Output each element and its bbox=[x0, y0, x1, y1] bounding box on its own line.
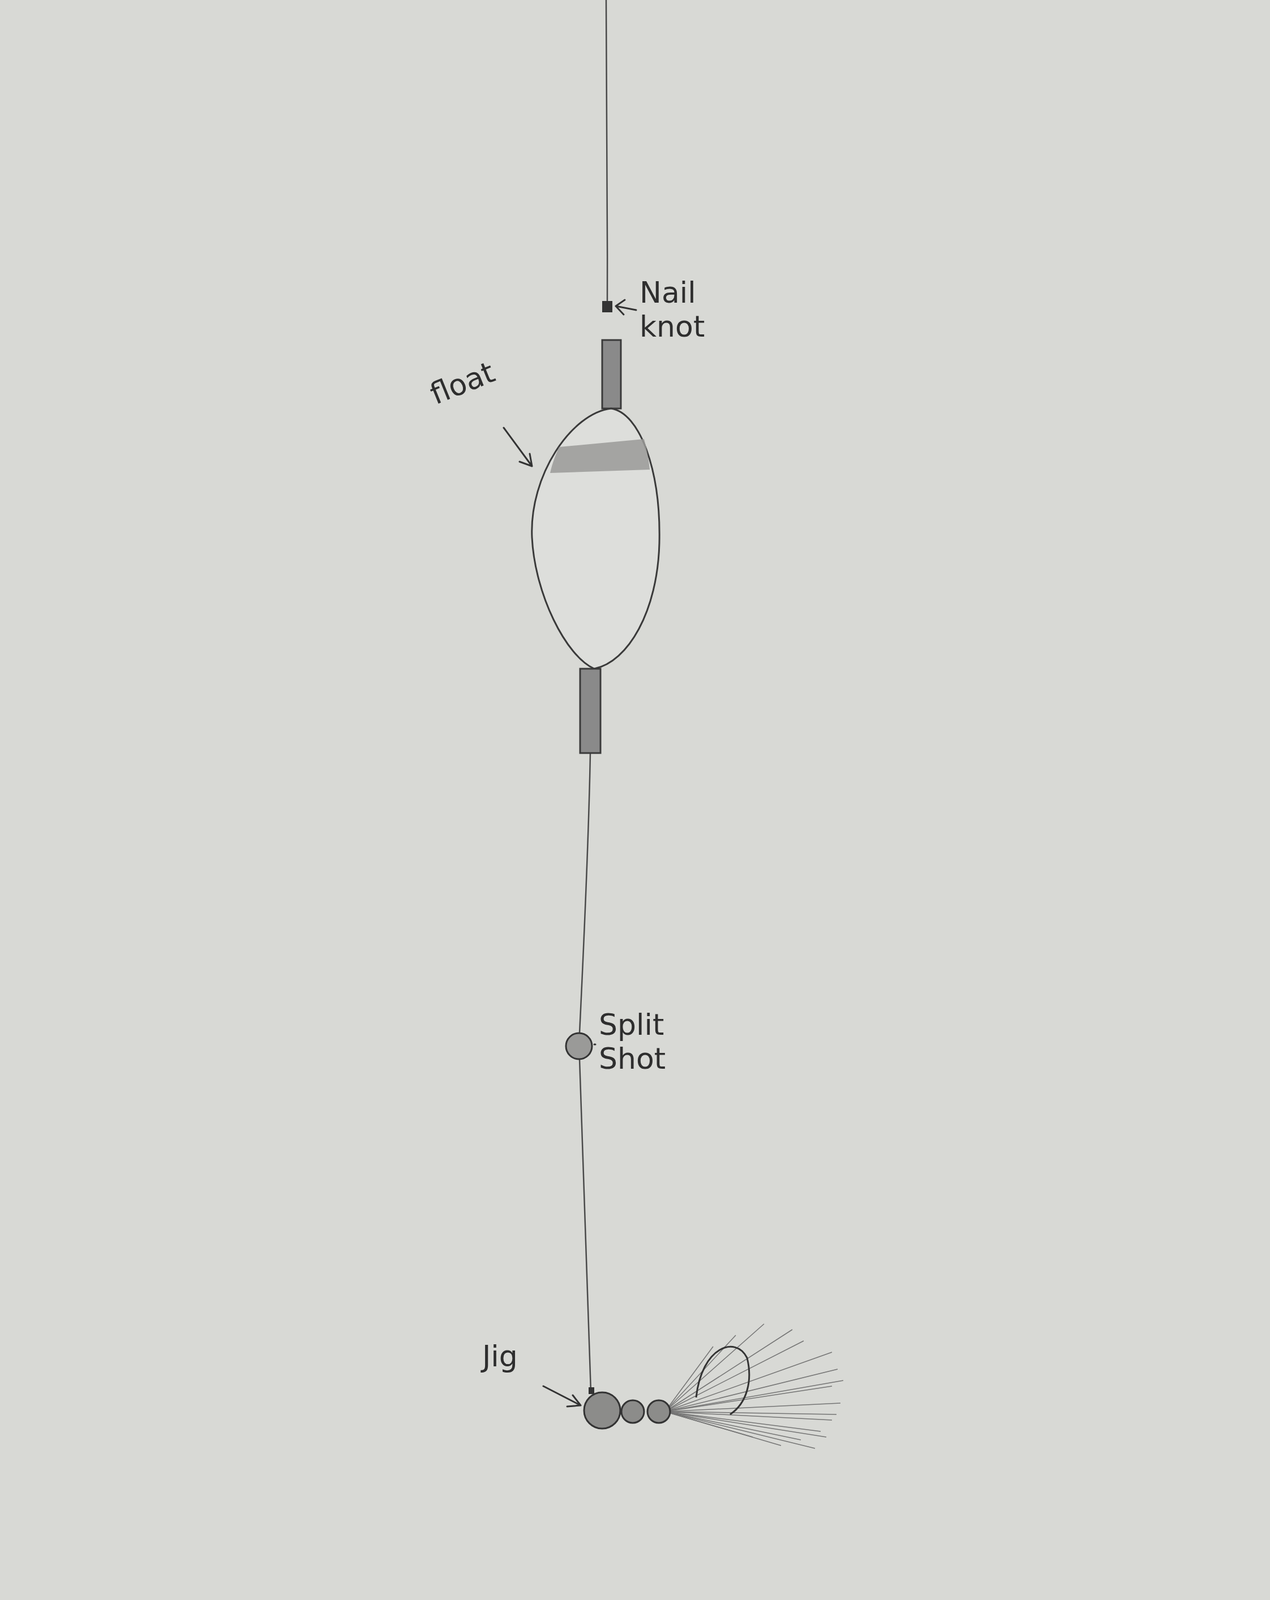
nail-knot bbox=[602, 301, 613, 313]
float-stem bbox=[580, 668, 601, 754]
fishing-line bbox=[579, 753, 591, 1393]
split-shot bbox=[565, 1033, 592, 1060]
float-band bbox=[550, 439, 650, 474]
float-body bbox=[531, 408, 660, 669]
leader-arrow bbox=[503, 427, 532, 467]
part-label: float bbox=[425, 337, 544, 412]
leader-arrow bbox=[594, 1044, 596, 1046]
leader-arrow bbox=[543, 1386, 581, 1407]
part-label: Nail knot bbox=[639, 276, 731, 345]
part-label: Jig bbox=[482, 1340, 568, 1375]
float-stem bbox=[602, 340, 621, 409]
jig bbox=[584, 1324, 844, 1449]
leader-arrow bbox=[615, 299, 637, 315]
part-label: Split Shot bbox=[598, 1008, 698, 1077]
fishing-line bbox=[606, 0, 608, 307]
